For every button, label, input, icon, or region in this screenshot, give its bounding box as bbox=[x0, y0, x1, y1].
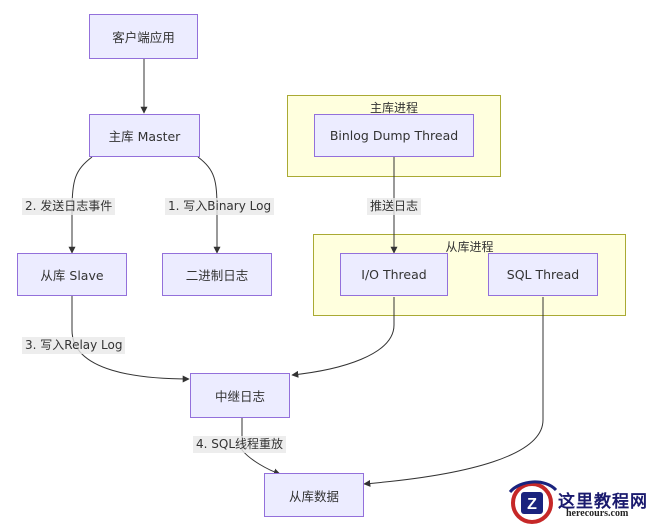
master-node: 主库 Master bbox=[89, 114, 200, 157]
slave-data-node: 从库数据 bbox=[264, 473, 364, 517]
edge-label-write-binary-log: 1. 写入Binary Log bbox=[165, 198, 275, 215]
binlog-dump-thread-node: Binlog Dump Thread bbox=[314, 114, 474, 157]
binary-log-node: 二进制日志 bbox=[162, 253, 272, 296]
watermark-url: herecours.com bbox=[566, 508, 629, 519]
watermark-text: 这里教程网 bbox=[558, 492, 648, 511]
slave-process-title: 从库进程 bbox=[445, 240, 494, 254]
edge-label-sql-replay: 4. SQL线程重放 bbox=[193, 436, 287, 453]
watermark-logo-letter: Z bbox=[527, 496, 537, 513]
slave-node: 从库 Slave bbox=[17, 253, 127, 296]
edge-sql-data bbox=[363, 297, 544, 487]
edge-slave-relay bbox=[71, 296, 190, 383]
edge-label-send-log-event: 2. 发送日志事件 bbox=[22, 198, 116, 215]
edge-label-push-log: 推送日志 bbox=[367, 198, 422, 215]
io-thread-node: I/O Thread bbox=[340, 253, 448, 296]
client-app-node: 客户端应用 bbox=[89, 14, 198, 59]
sql-thread-node: SQL Thread bbox=[488, 253, 598, 296]
edge-io-relay bbox=[291, 297, 395, 378]
edge-label-write-relay-log: 3. 写入Relay Log bbox=[22, 337, 126, 354]
relay-log-node: 中继日志 bbox=[190, 373, 290, 418]
master-process-title: 主库进程 bbox=[369, 101, 418, 115]
